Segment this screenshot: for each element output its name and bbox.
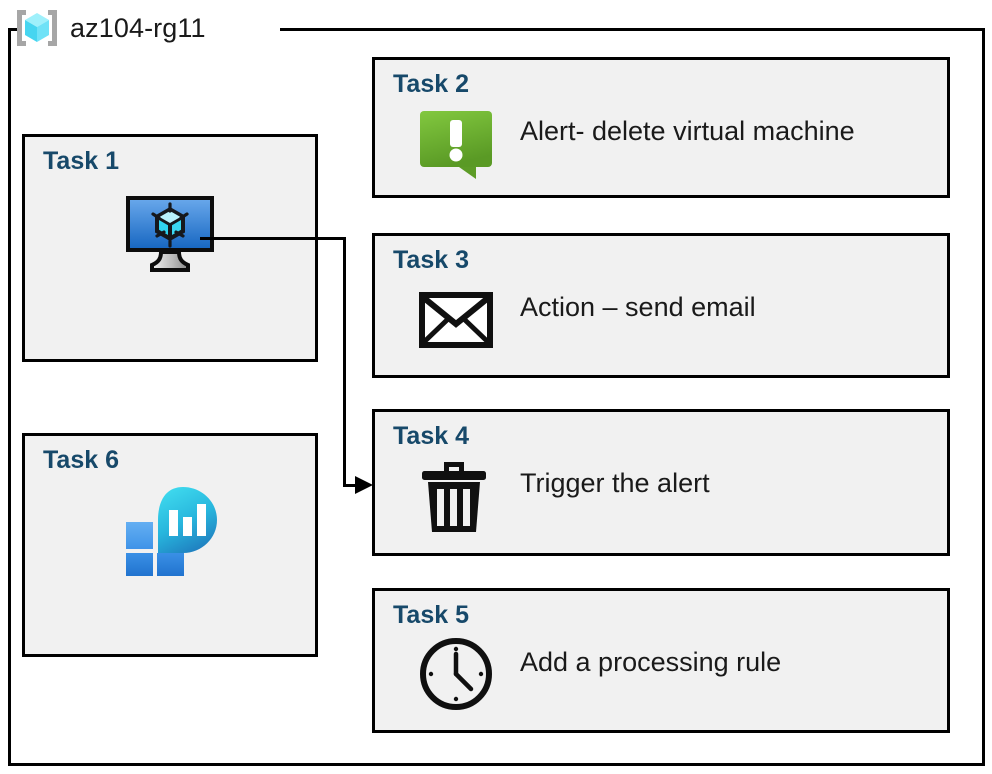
card-task3-title: Task 3 [393,246,469,274]
card-task3[interactable]: Task 3 Action – send email [372,233,950,378]
resource-group-label-gap [20,10,280,46]
card-task2[interactable]: Task 2 Alert- delete virtual machine [372,57,950,198]
resource-group-header: az104-rg11 [14,6,206,50]
log-analytics-icon [120,484,220,576]
card-task4-caption: Trigger the alert [520,468,710,498]
card-task5-title: Task 5 [393,601,469,629]
envelope-icon [419,292,493,348]
card-task5-caption: Add a processing rule [520,647,782,677]
card-task2-title: Task 2 [393,70,469,98]
alert-exclamation-icon [419,110,493,180]
connector-vm-to-task4-segment-horizontal-top [200,237,346,240]
card-task6-title: Task 6 [43,446,119,474]
card-task1-title: Task 1 [43,147,119,175]
card-task4[interactable]: Task 4 Trigger the alert [372,409,950,556]
resource-group-cube-icon [14,8,60,48]
card-task3-caption: Action – send email [520,292,756,322]
card-task5[interactable]: Task 5 Add a processing rule [372,588,950,733]
resource-group-name: az104-rg11 [70,12,206,43]
clock-icon [419,637,493,711]
connector-arrowhead-icon [355,476,373,494]
connector-vm-to-task4-segment-vertical [343,237,346,487]
resource-group-boundary [8,28,985,766]
card-task2-caption: Alert- delete virtual machine [520,116,855,146]
virtual-machine-icon [126,196,214,274]
card-task4-title: Task 4 [393,422,469,450]
trash-delete-icon [421,460,487,534]
